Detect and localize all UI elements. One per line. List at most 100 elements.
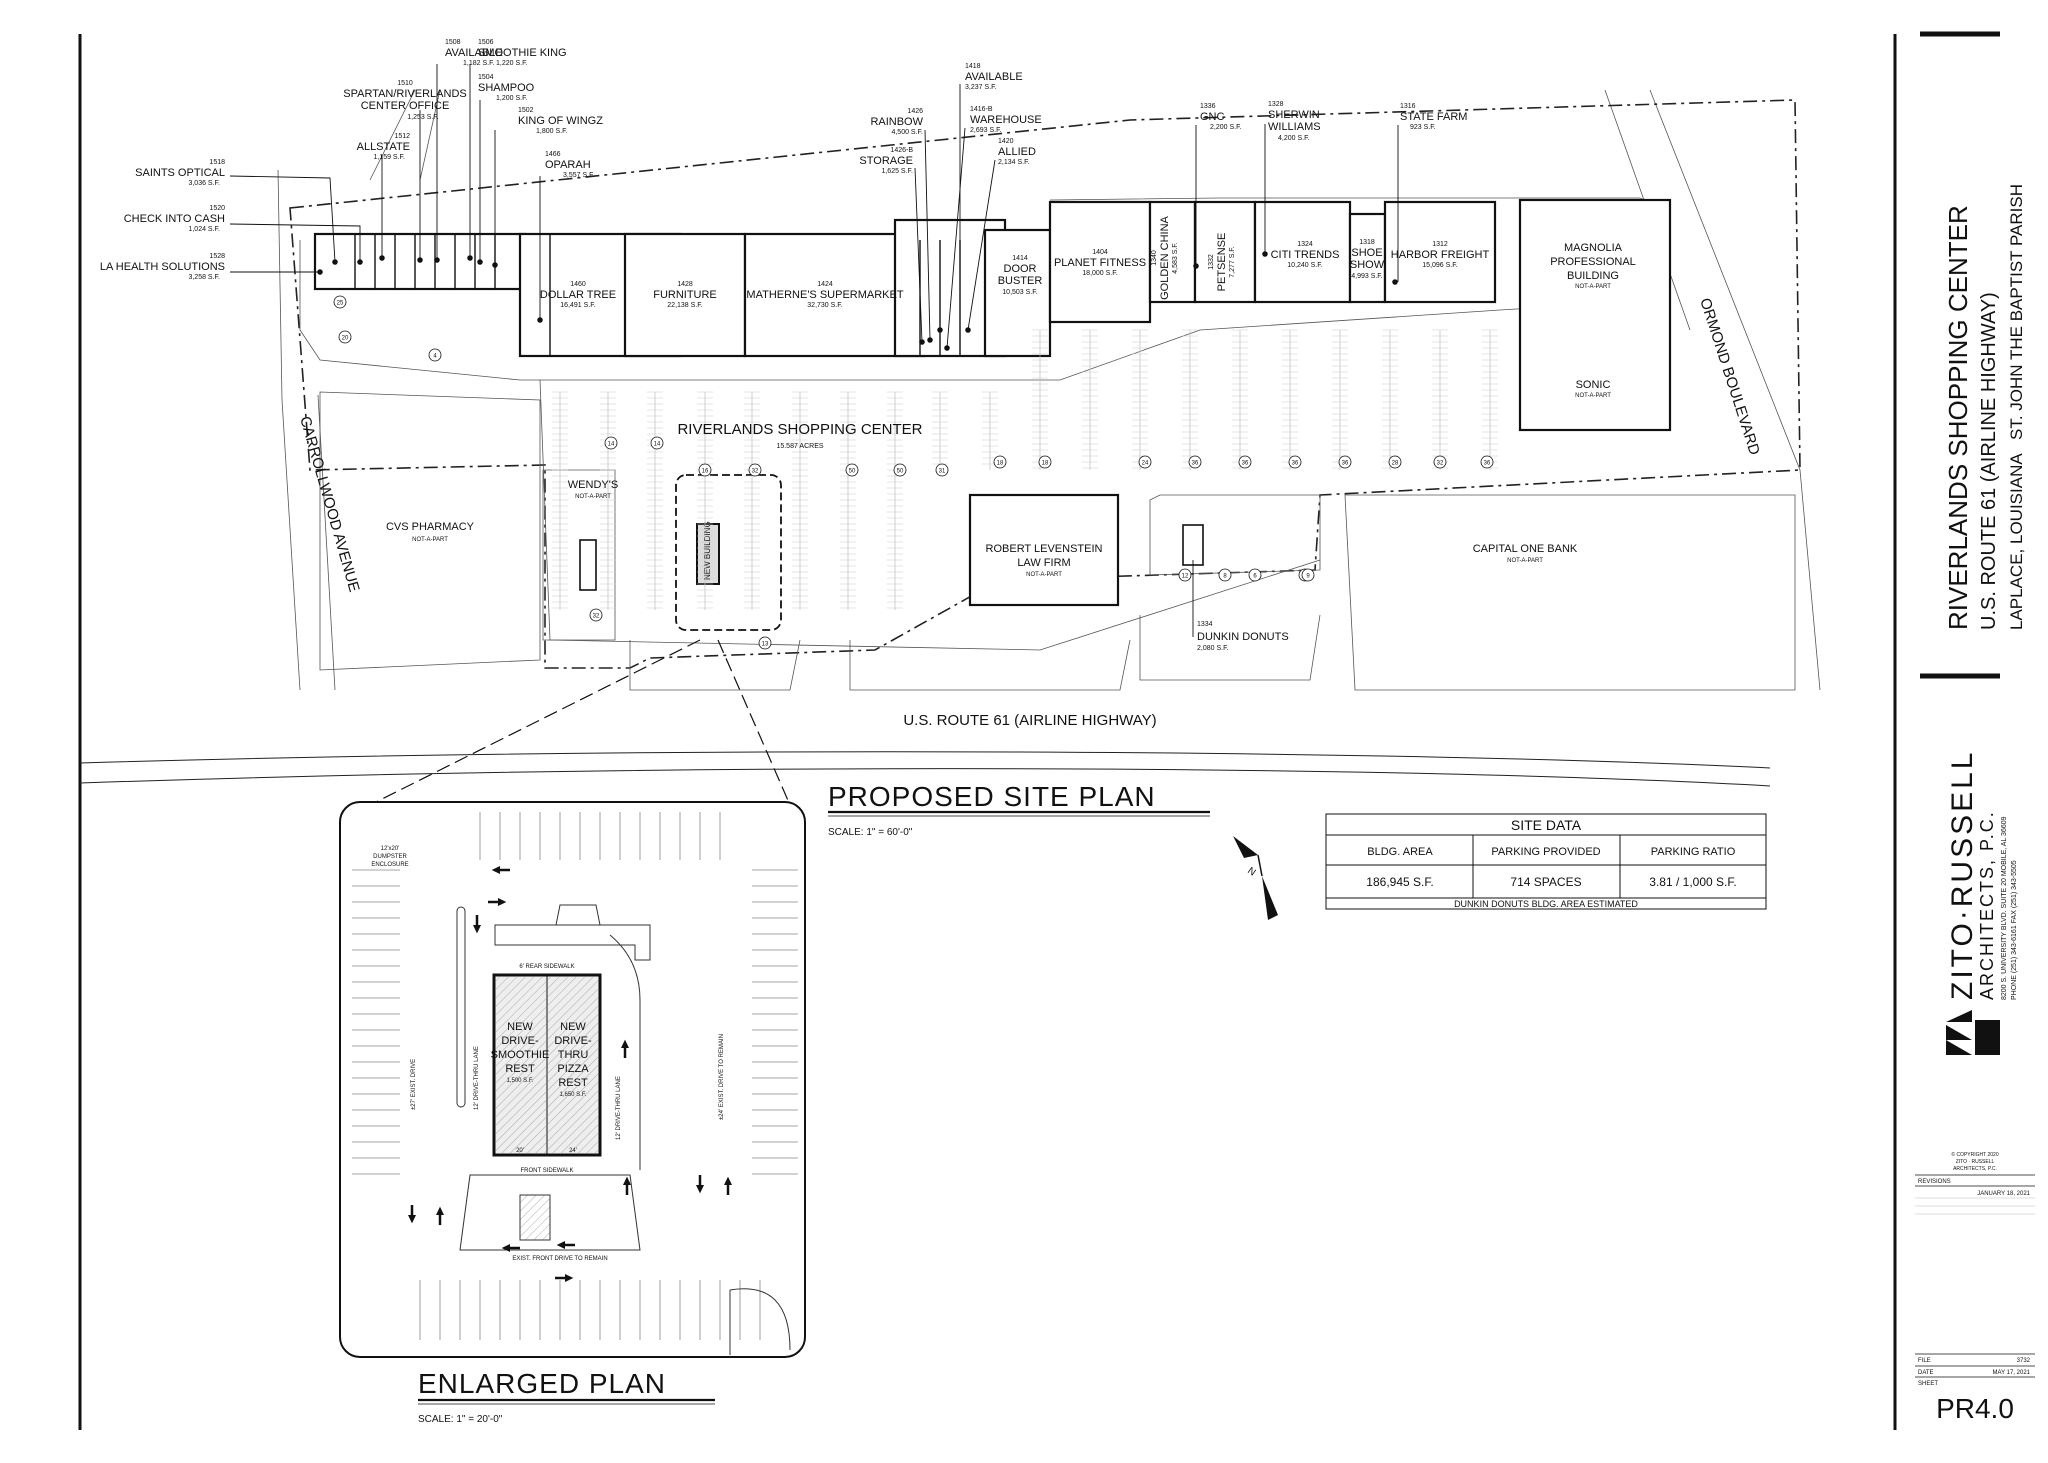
- street-left-label: CARROLLWOOD AVENUE: [296, 414, 363, 594]
- parking-count-badge: 14: [604, 436, 618, 450]
- unit-b-dim: 24': [569, 1148, 577, 1154]
- tenant-number: 1416-B: [970, 106, 993, 113]
- magnolia-label-2: PROFESSIONAL: [1550, 256, 1636, 268]
- parking-count-badge: 12: [1178, 568, 1192, 582]
- unit-b-hatch: [548, 977, 598, 1153]
- enlarged-stalls: [352, 812, 798, 1340]
- capital-one-note: NOT-A-PART: [1507, 558, 1543, 564]
- tenant-sf: 2,200 S.F.: [1210, 124, 1242, 131]
- parking-count-text: 20: [342, 336, 349, 342]
- anchor-sf: 10,240 S.F.: [1287, 262, 1322, 269]
- parking-row: [792, 391, 808, 610]
- parking-row: [932, 391, 948, 470]
- parking-count-badge: 18: [993, 455, 1007, 469]
- arrow-up-icon: [621, 1039, 629, 1058]
- tenant-name: SAINTS OPTICAL: [135, 167, 225, 179]
- parking-count-text: 50: [897, 469, 904, 475]
- copyright-1: © COPYRIGHT 2020: [1951, 1151, 1998, 1158]
- cvs-note: NOT-A-PART: [412, 537, 448, 543]
- parking-row: [982, 391, 998, 470]
- tenant-sf: 3,258 S.F.: [188, 274, 220, 281]
- cvs-parcel: [319, 391, 541, 671]
- tenant-number: 1508: [445, 39, 461, 46]
- leader-line: [967, 159, 996, 331]
- parking-count-text: 32: [752, 469, 759, 475]
- tenant-name: OPARAH: [545, 159, 591, 171]
- site-data-header-3: PARKING RATIO: [1651, 846, 1736, 858]
- parking-row: [647, 391, 663, 610]
- leader-dot: [317, 269, 323, 275]
- parking-count-badge: 31: [935, 463, 949, 477]
- parking-count-text: 31: [939, 469, 946, 475]
- anchor-sf: 15,096 S.F.: [1422, 262, 1457, 269]
- parking-count-badge: 20: [338, 330, 352, 344]
- arrow-left-icon: [556, 1241, 575, 1249]
- project-location-left: LAPLACE, LOUISIANA: [2007, 453, 2026, 630]
- tenant-name: SHERWIN: [1268, 109, 1320, 121]
- leader-line: [229, 175, 336, 263]
- tenant-sf: 1,200 S.F.: [496, 95, 528, 102]
- enlarged-plan-title: ENLARGED PLAN: [418, 1368, 666, 1399]
- carrollwood-edge-2: [317, 394, 336, 691]
- levenstein-label: ROBERT LEVENSTEIN: [986, 543, 1103, 555]
- ada-stall: [519, 1194, 551, 1241]
- front-sidewalk-label: FRONT SIDEWALK: [520, 1168, 573, 1174]
- parking-count-text: 18: [997, 461, 1004, 467]
- parking-count-badge: 36: [1238, 455, 1252, 469]
- parking-row: [1232, 329, 1248, 470]
- parking-count-text: 25: [337, 301, 344, 307]
- parking-count-text: 36: [1484, 461, 1491, 467]
- tenant-name: ALLSTATE: [357, 141, 410, 153]
- arrow-up-icon: [724, 1176, 732, 1195]
- leader-dot: [937, 327, 943, 333]
- parking-count-badge: 50: [893, 463, 907, 477]
- arrow-right-icon: [488, 898, 507, 906]
- planet-fitness-bldg: [1048, 200, 1152, 324]
- dunkin-label: DUNKIN DONUTS: [1197, 631, 1289, 643]
- anchor-sf: 10,503 S.F.: [1002, 289, 1037, 296]
- site-data-header-2: PARKING PROVIDED: [1491, 846, 1600, 858]
- tenant-number: 1512: [394, 133, 410, 140]
- arrow-left-icon: [491, 866, 510, 874]
- parking-count-text: 13: [762, 642, 769, 648]
- front-lot: [849, 639, 1131, 691]
- leader-dot: [434, 257, 440, 263]
- corner-curb: [729, 1288, 791, 1351]
- anchor-number: 1424: [817, 281, 833, 288]
- tenant-number: 1418: [965, 63, 981, 70]
- leader-line: [924, 129, 931, 341]
- parking-count-text: 16: [702, 469, 709, 475]
- front-lot-2: [629, 639, 801, 691]
- anchor-name-2: BUSTER: [998, 275, 1043, 287]
- magnolia-note: NOT-A-PART: [1575, 284, 1611, 290]
- tenant-name: CHECK INTO CASH: [124, 213, 225, 225]
- left-island: [456, 906, 466, 1108]
- site-data-table: SITE DATA BLDG. AREA PARKING PROVIDED PA…: [1325, 813, 1767, 910]
- tenant-sf: 1,625 S.F.: [881, 168, 913, 175]
- firm-address: 8200 S. UNIVERSITY BLVD. SUITE 20 MOBILE…: [2001, 816, 2008, 1000]
- tenant-name: SPARTAN/RIVERLANDS: [343, 88, 466, 100]
- anchor-sf: 22,138 S.F.: [667, 302, 702, 309]
- tenant-sf: 1,800 S.F.: [536, 128, 568, 135]
- unit-b-line-2: DRIVE-: [554, 1035, 592, 1047]
- dumpster-label: 12'x20': [381, 846, 400, 852]
- parking-count-badge: 50: [845, 463, 859, 477]
- traffic-arrows: [408, 866, 732, 1282]
- new-building-label: NEW BUILDING: [703, 521, 712, 580]
- site-data-value-1: 186,945 S.F.: [1366, 875, 1433, 889]
- parking-count-text: 18: [1042, 461, 1049, 467]
- anchor-number: 1428: [677, 281, 693, 288]
- site-data-value-2: 714 SPACES: [1510, 875, 1581, 889]
- tenant-name: WAREHOUSE: [970, 114, 1042, 126]
- parking-row: [1382, 329, 1398, 470]
- highway-line-2: [79, 768, 1771, 787]
